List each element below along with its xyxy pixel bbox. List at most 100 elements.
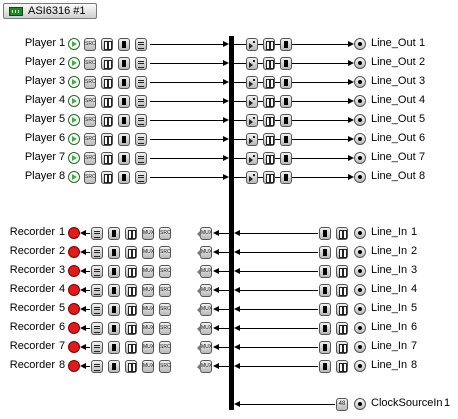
volume-icon[interactable] (118, 95, 130, 108)
src-icon[interactable] (84, 57, 96, 70)
eq-icon[interactable] (135, 133, 147, 146)
volume-icon[interactable] (280, 38, 292, 51)
mux-icon[interactable] (142, 303, 154, 316)
src-icon[interactable] (84, 152, 96, 165)
src-icon[interactable] (84, 38, 96, 51)
volume-icon[interactable] (319, 341, 331, 354)
output-port-icon[interactable] (354, 114, 366, 126)
volume-icon[interactable] (108, 246, 120, 259)
volume-icon[interactable] (118, 114, 130, 127)
meter-icon[interactable] (263, 38, 275, 51)
mux-icon[interactable] (197, 284, 212, 297)
eq-icon[interactable] (91, 227, 103, 240)
play-icon[interactable] (68, 57, 80, 69)
record-icon[interactable] (68, 341, 80, 353)
eq-icon[interactable] (91, 284, 103, 297)
volume-icon[interactable] (280, 171, 292, 184)
src-icon[interactable] (84, 95, 96, 108)
src-icon[interactable] (159, 227, 171, 240)
src-icon[interactable] (84, 171, 96, 184)
meter-icon[interactable] (263, 152, 275, 165)
meter-icon[interactable] (263, 57, 275, 70)
meter-icon[interactable] (125, 246, 137, 259)
meter-icon[interactable] (263, 114, 275, 127)
meter-icon[interactable] (101, 114, 113, 127)
volume-icon[interactable] (319, 284, 331, 297)
eq-icon[interactable] (135, 152, 147, 165)
record-icon[interactable] (68, 227, 80, 239)
input-port-icon[interactable] (354, 360, 366, 372)
mix-icon[interactable] (246, 76, 258, 89)
input-port-icon[interactable] (354, 303, 366, 315)
volume-icon[interactable] (280, 76, 292, 89)
src-icon[interactable] (84, 76, 96, 89)
eq-icon[interactable] (135, 95, 147, 108)
adapter-tab[interactable]: ASI6316 #1 (3, 3, 97, 19)
meter-icon[interactable] (336, 322, 348, 335)
input-port-icon[interactable] (354, 341, 366, 353)
play-icon[interactable] (68, 152, 80, 164)
volume-icon[interactable] (118, 38, 130, 51)
meter-icon[interactable] (336, 284, 348, 297)
mux-icon[interactable] (197, 265, 212, 278)
eq-icon[interactable] (135, 57, 147, 70)
output-port-icon[interactable] (354, 95, 366, 107)
volume-icon[interactable] (108, 360, 120, 373)
play-icon[interactable] (68, 171, 80, 183)
meter-icon[interactable] (263, 76, 275, 89)
src-icon[interactable] (159, 303, 171, 316)
eq-icon[interactable] (91, 322, 103, 335)
meter-icon[interactable] (336, 265, 348, 278)
eq-icon[interactable] (135, 38, 147, 51)
volume-icon[interactable] (108, 284, 120, 297)
meter-icon[interactable] (336, 341, 348, 354)
mux-icon[interactable] (197, 246, 212, 259)
src-icon[interactable] (159, 265, 171, 278)
volume-icon[interactable] (108, 303, 120, 316)
mux-icon[interactable] (142, 246, 154, 259)
meter-icon[interactable] (101, 38, 113, 51)
eq-icon[interactable] (91, 303, 103, 316)
mux-icon[interactable] (142, 341, 154, 354)
mux-icon[interactable] (142, 227, 154, 240)
src-icon[interactable] (84, 133, 96, 146)
meter-icon[interactable] (101, 76, 113, 89)
volume-icon[interactable] (108, 341, 120, 354)
src-icon[interactable] (159, 246, 171, 259)
volume-icon[interactable] (118, 152, 130, 165)
output-port-icon[interactable] (354, 171, 366, 183)
src-icon[interactable] (159, 322, 171, 335)
mix-icon[interactable] (246, 171, 258, 184)
volume-icon[interactable] (118, 171, 130, 184)
meter-icon[interactable] (336, 246, 348, 259)
volume-icon[interactable] (319, 322, 331, 335)
volume-icon[interactable] (280, 57, 292, 70)
volume-icon[interactable] (319, 227, 331, 240)
output-port-icon[interactable] (354, 57, 366, 69)
input-port-icon[interactable] (354, 246, 366, 258)
volume-icon[interactable] (319, 265, 331, 278)
meter-icon[interactable] (263, 95, 275, 108)
mux-icon[interactable] (197, 322, 212, 335)
mux-icon[interactable] (197, 360, 212, 373)
volume-icon[interactable] (108, 227, 120, 240)
meter-icon[interactable] (263, 133, 275, 146)
mix-icon[interactable] (246, 114, 258, 127)
volume-icon[interactable] (118, 57, 130, 70)
mux-icon[interactable] (197, 303, 212, 316)
input-port-icon[interactable] (354, 227, 366, 239)
volume-icon[interactable] (280, 114, 292, 127)
volume-icon[interactable] (319, 360, 331, 373)
meter-icon[interactable] (125, 227, 137, 240)
meter-icon[interactable] (101, 57, 113, 70)
meter-icon[interactable] (101, 95, 113, 108)
input-port-icon[interactable] (354, 322, 366, 334)
output-port-icon[interactable] (354, 76, 366, 88)
output-port-icon[interactable] (354, 133, 366, 145)
volume-icon[interactable] (319, 246, 331, 259)
volume-icon[interactable] (118, 76, 130, 89)
clock-port-icon[interactable] (354, 398, 366, 410)
input-port-icon[interactable] (354, 265, 366, 277)
mux-icon[interactable] (142, 265, 154, 278)
mux-icon[interactable] (197, 227, 212, 240)
